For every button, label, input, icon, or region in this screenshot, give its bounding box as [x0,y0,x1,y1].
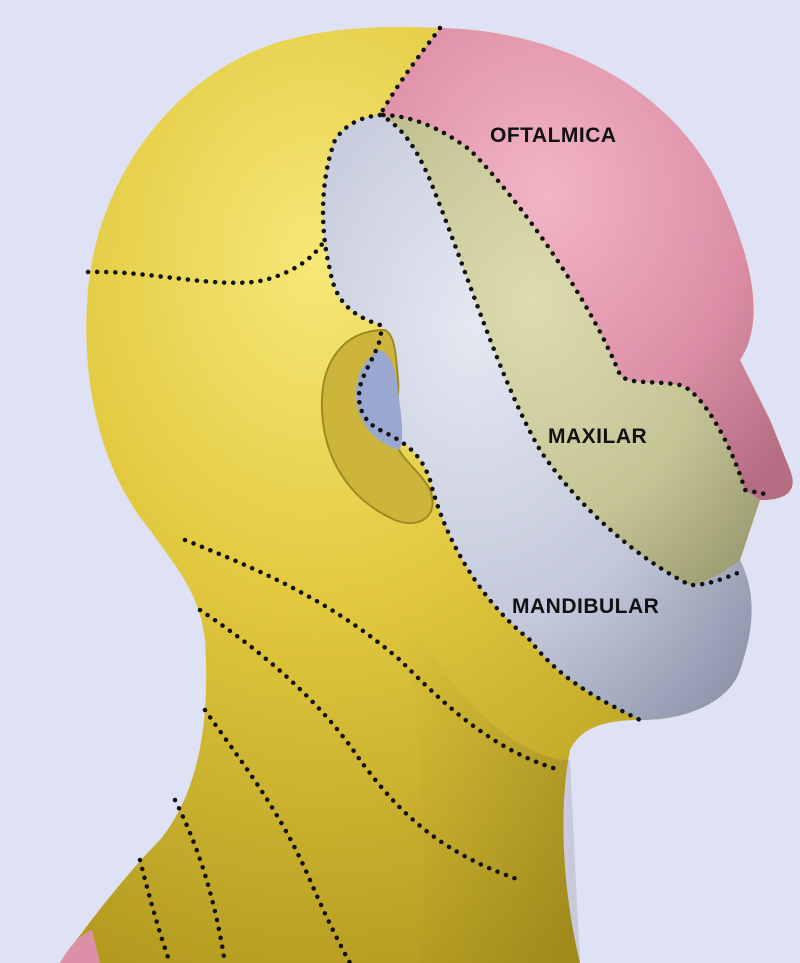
label-maxillary: MAXILAR [548,425,647,448]
label-ophthalmic: OFTALMICA [490,124,617,147]
label-mandibular: MANDIBULAR [512,595,659,618]
